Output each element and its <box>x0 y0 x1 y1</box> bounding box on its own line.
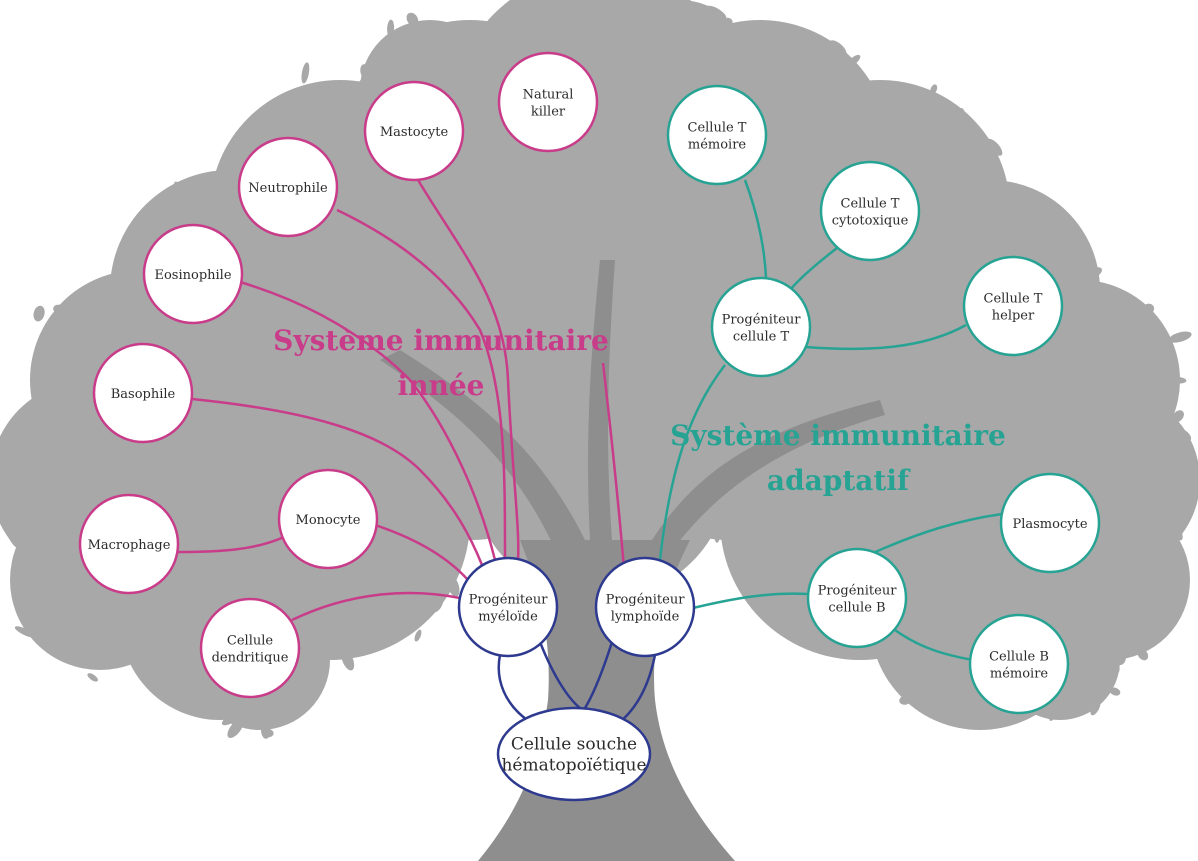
t-memory-node: Cellule T mémoire <box>666 84 768 186</box>
dendritic-branch <box>291 591 461 622</box>
b-memory-label-line1: Cellule B <box>989 650 1049 665</box>
monocyte-branch <box>374 523 469 581</box>
b-memory-node: Cellule B mémoire <box>968 613 1070 715</box>
neutrophile-circle <box>237 136 339 238</box>
plasmocyte-circle <box>999 472 1101 574</box>
stem-label-line2: hématopoïétique <box>501 756 646 776</box>
neutrophile-label-line1: Neutrophile <box>248 181 328 196</box>
stem-label-line1: Cellule souche <box>511 735 637 755</box>
lymphoid-progenitor-label-line2: lymphoïde <box>611 610 680 625</box>
stem-myeloid-right <box>538 641 581 709</box>
mastocyte-label-line1: Mastocyte <box>380 125 449 140</box>
dendritic-node: Cellule dendritique <box>199 597 301 699</box>
natural_killer-branch <box>601 362 627 581</box>
adaptive-system-title-line1: Système immunitaire <box>670 419 1006 452</box>
eosinophile-branch <box>239 280 497 561</box>
lymphoid-progenitor-circle <box>594 556 696 658</box>
t-helper-label-line1: Cellule T <box>984 292 1043 307</box>
connector-lines <box>177 179 1003 724</box>
t-cytotoxic-circle <box>819 160 921 262</box>
mastocyte-node: Mastocyte <box>363 80 465 182</box>
lymphoid-b-branch <box>692 592 809 610</box>
dendritic-circle <box>199 597 301 699</box>
monocyte-label-line1: Monocyte <box>296 513 361 528</box>
b-progenitor-label-line1: Progéniteur <box>818 584 898 599</box>
innate-system-title-line1: Système immunitaire <box>273 324 609 357</box>
b-memory-branch <box>894 628 974 662</box>
t-helper-circle <box>962 255 1064 357</box>
t-helper-label-line2: helper <box>992 309 1035 324</box>
plasmocyte-node: Plasmocyte <box>999 472 1101 574</box>
stem-lymphoid-left <box>583 641 614 709</box>
myeloid-progenitor-node: Progéniteur myéloïde <box>457 556 559 658</box>
t-progenitor-node: Progéniteur cellule T <box>710 276 812 378</box>
neutrophile-branch <box>336 208 507 561</box>
plasmocyte-branch <box>872 512 1003 555</box>
myeloid-progenitor-circle <box>457 556 559 658</box>
basophile-label-line1: Basophile <box>111 387 176 402</box>
natural-killer-circle <box>497 51 599 153</box>
macrophage-branch <box>177 535 285 554</box>
t-memory-label-line1: Cellule T <box>688 121 747 136</box>
t-progenitor-label-line2: cellule T <box>733 330 790 345</box>
adaptive-system-title-line2: adaptatif <box>767 464 911 497</box>
monocyte-circle <box>277 468 379 570</box>
stem-ellipse <box>496 706 652 802</box>
natural-killer-node: Natural killer <box>497 51 599 153</box>
stem-myeloid-left <box>497 654 531 724</box>
lymphoid-t-branch <box>658 364 726 561</box>
eosinophile-node: Eosinophile <box>142 223 244 325</box>
t-cytotoxic-label-line1: Cellule T <box>841 197 900 212</box>
myeloid-progenitor-label-line2: myéloïde <box>478 610 538 625</box>
b-progenitor-node: Progéniteur cellule B <box>806 547 908 649</box>
b-memory-label-line2: mémoire <box>990 667 1049 682</box>
t-memory-circle <box>666 84 768 186</box>
myeloid-progenitor-label-line1: Progéniteur <box>469 593 549 608</box>
macrophage-node: Macrophage <box>78 493 180 595</box>
b-progenitor-circle <box>806 547 908 649</box>
basophile-circle <box>92 342 194 444</box>
eosinophile-circle <box>142 223 244 325</box>
t-progenitor-circle <box>710 276 812 378</box>
t-helper-branch <box>805 323 967 351</box>
basophile-node: Basophile <box>92 342 194 444</box>
lymphoid-progenitor-label-line1: Progéniteur <box>606 593 686 608</box>
stem-lymphoid-right <box>619 654 657 723</box>
monocyte-node: Monocyte <box>277 468 379 570</box>
macrophage-label-line1: Macrophage <box>88 538 171 553</box>
b-memory-circle <box>968 613 1070 715</box>
natural-killer-label-line1: Natural <box>523 88 574 103</box>
plasmocyte-label-line1: Plasmocyte <box>1012 517 1087 532</box>
t-memory-label-line2: mémoire <box>688 138 747 153</box>
t-cytotoxic-label-line2: cytotoxique <box>832 214 909 229</box>
t-progenitor-label-line1: Progéniteur <box>722 313 802 328</box>
macrophage-circle <box>78 493 180 595</box>
t-memory-branch <box>743 179 768 279</box>
eosinophile-label-line1: Eosinophile <box>154 268 231 283</box>
innate-system-title-line2: innée <box>398 369 485 402</box>
mastocyte-branch <box>416 179 520 561</box>
dendritic-label-line1: Cellule <box>227 634 273 649</box>
natural-killer-label-line2: killer <box>531 105 566 120</box>
t-cytotoxic-branch <box>789 247 838 291</box>
t-helper-node: Cellule T helper <box>962 255 1064 357</box>
mastocyte-circle <box>363 80 465 182</box>
lymphoid-progenitor-node: Progéniteur lymphoïde <box>594 556 696 658</box>
dendritic-label-line2: dendritique <box>212 651 289 666</box>
b-progenitor-label-line2: cellule B <box>828 601 885 616</box>
basophile-branch <box>191 397 484 566</box>
t-cytotoxic-node: Cellule T cytotoxique <box>819 160 921 262</box>
neutrophile-node: Neutrophile <box>237 136 339 238</box>
